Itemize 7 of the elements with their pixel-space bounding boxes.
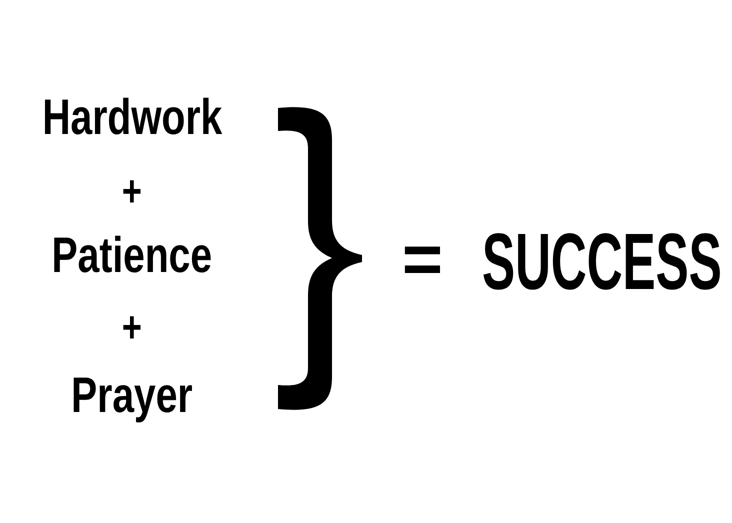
equals-sign: = bbox=[402, 224, 443, 294]
plus-sign: + bbox=[122, 306, 142, 350]
term-text: Patience bbox=[52, 230, 212, 280]
result-text: SUCCESS bbox=[482, 222, 722, 302]
term-text: Prayer bbox=[71, 370, 193, 420]
plus-sign: + bbox=[122, 170, 142, 214]
term-text: Hardwork bbox=[42, 92, 222, 142]
